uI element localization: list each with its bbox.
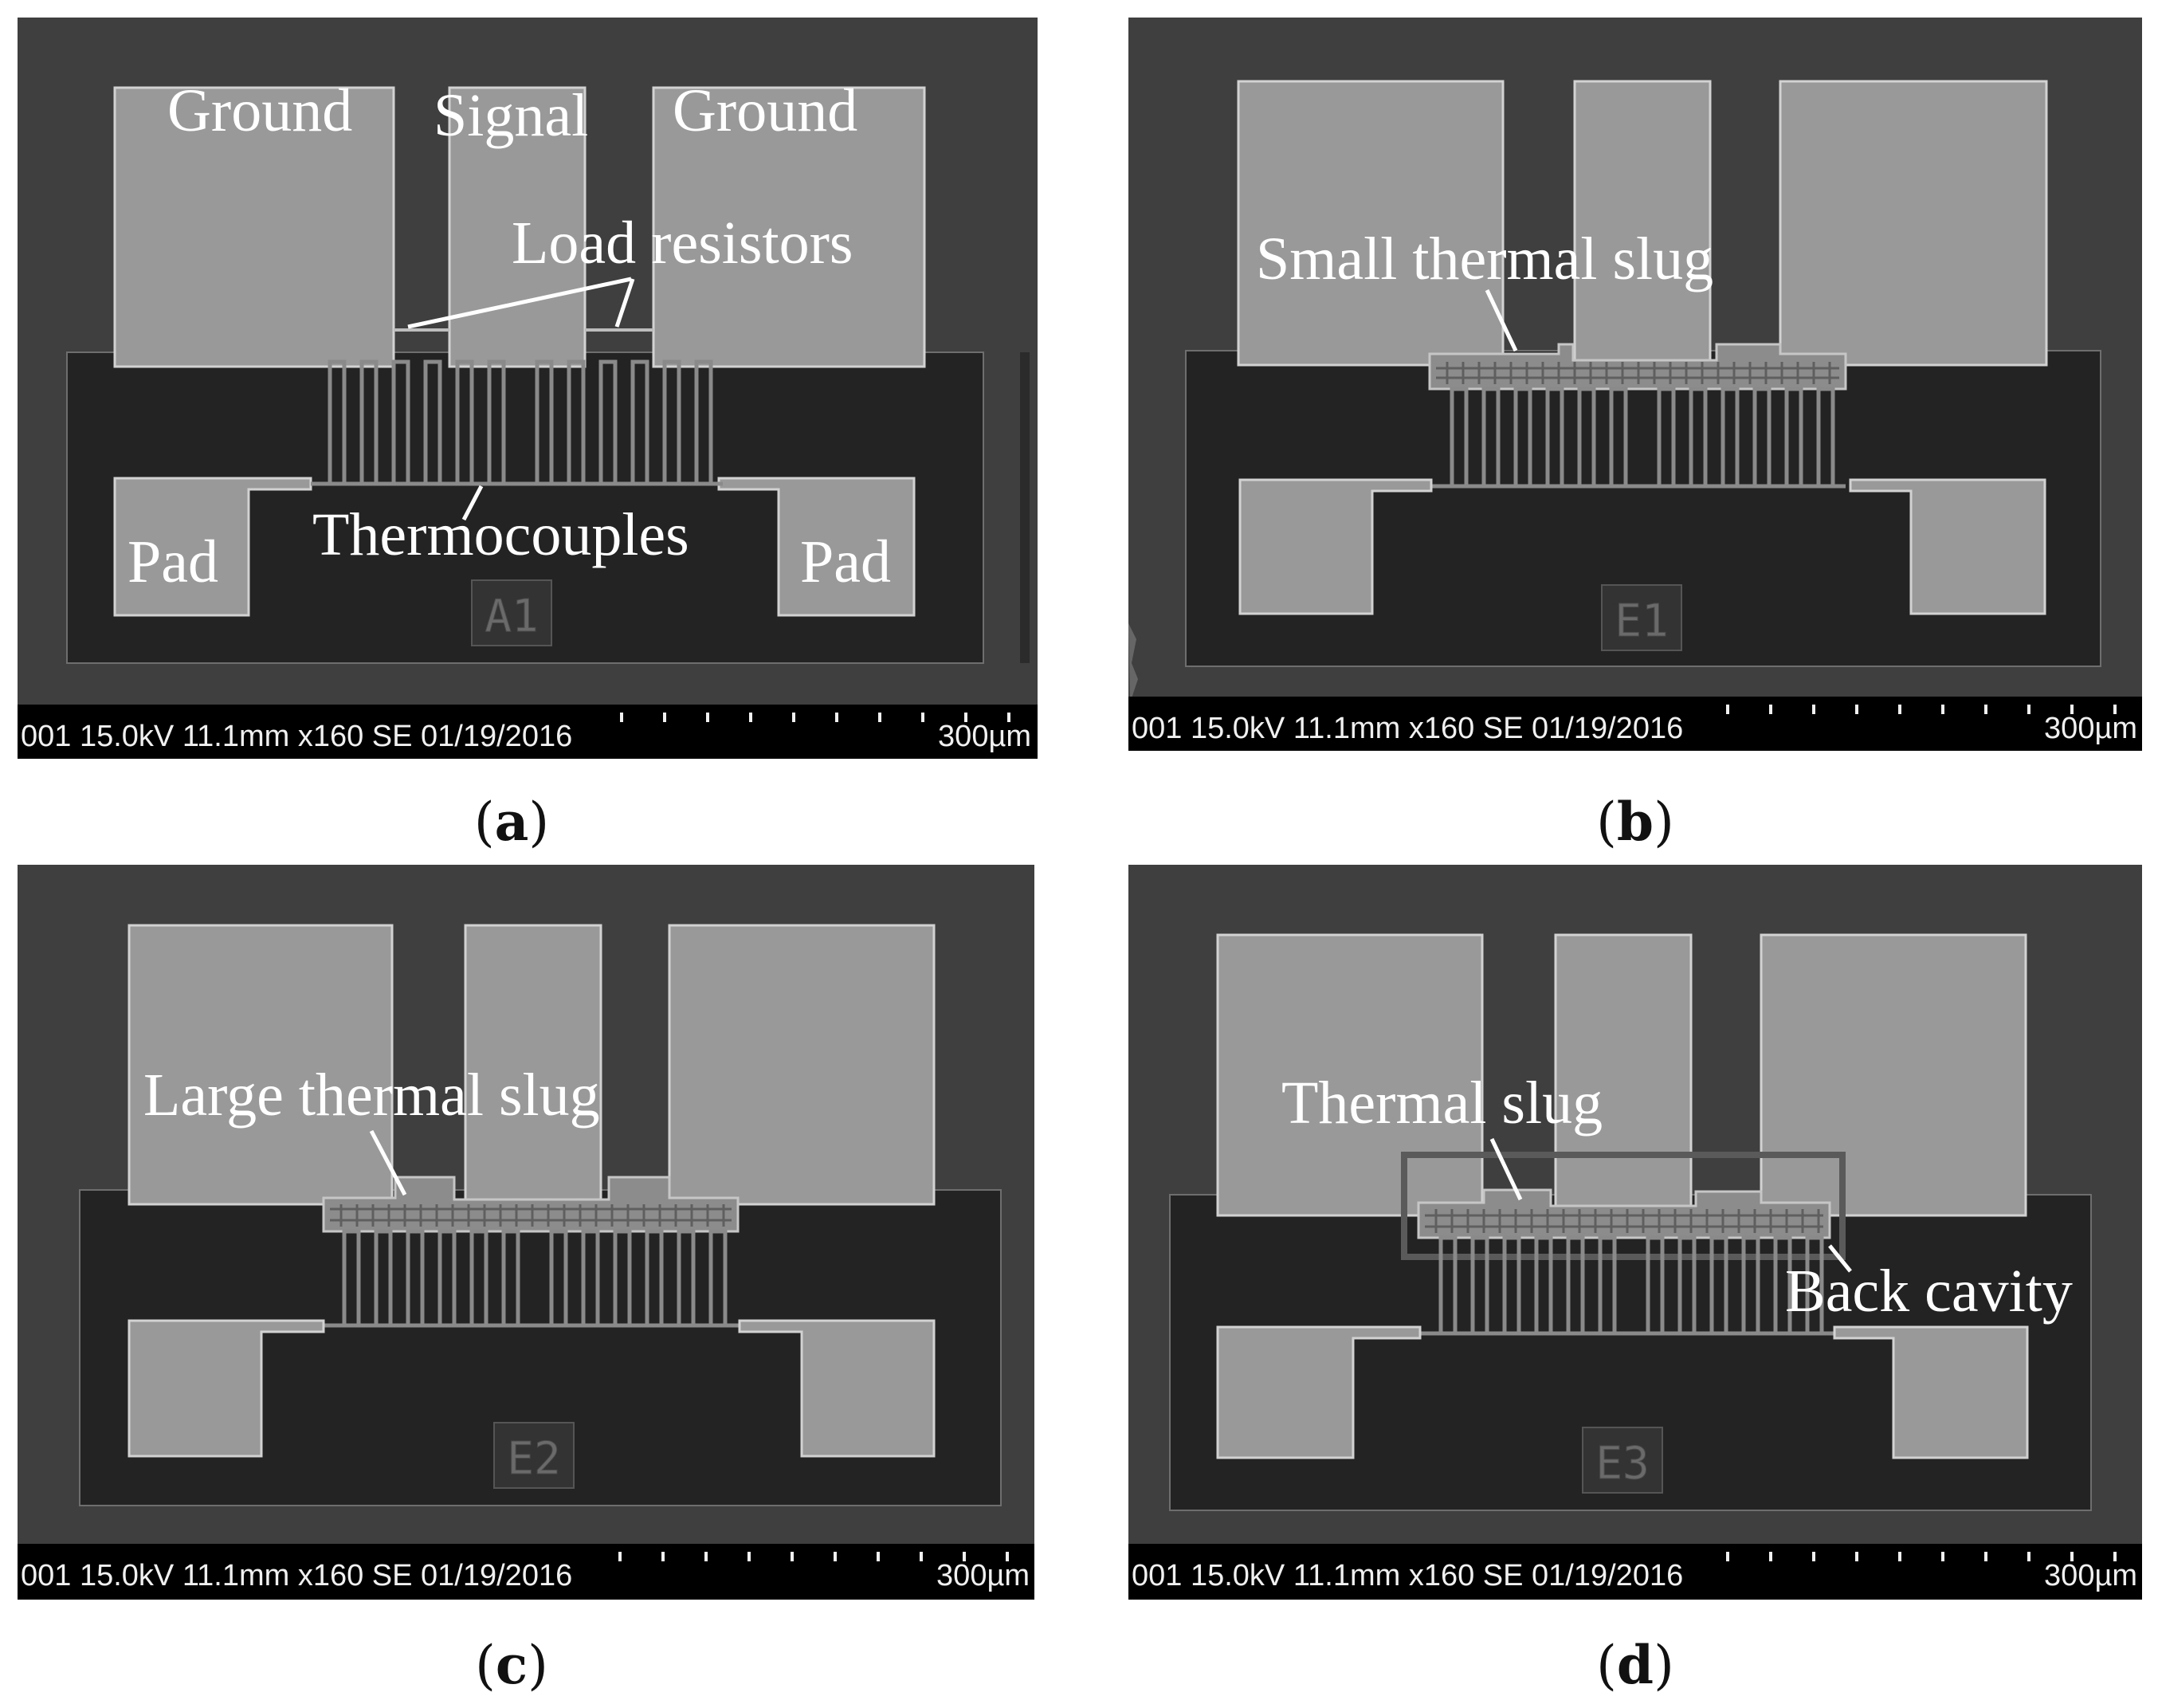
substrate-edge-strip [1020,352,1030,663]
thermocouple-array [1420,1235,1834,1336]
annotation-pad-left: Pad [128,528,218,595]
caption-letter: b [1616,791,1654,853]
sem-info-bar [18,1544,1034,1600]
annotation-large-thermal-slug: Large thermal slug [143,1062,600,1129]
sem-panel-b: E1 Small thermal slug 001 15.0kV 11.1mm … [1128,18,2142,751]
ground-pad-left [1237,80,1505,367]
leader-line [1485,289,1518,352]
sample-label: E2 [507,1433,560,1485]
thermocouple-array [324,1229,740,1328]
ground-pad-left [113,86,395,368]
output-pad-right [1833,1325,2029,1459]
sem-info-text: 001 15.0kV 11.1mm x160 SE 01/19/2016 [21,1559,572,1592]
output-pad-right [738,1319,936,1458]
output-pad-left [128,1319,325,1458]
leader-line [1489,1137,1523,1201]
caption-letter: a [494,791,529,853]
sample-label-box [471,579,552,646]
leader-line [369,1129,407,1196]
slug-pattern [330,1204,732,1227]
caption-letter: d [1616,1634,1654,1696]
scale-label: 300µm [2044,1559,2137,1592]
sem-info-text: 001 15.0kV 11.1mm x160 SE 01/19/2016 [1132,1559,1683,1592]
signal-pad [464,924,602,1206]
sem-panel-d: E3 Thermal slug Back cavity 001 15.0kV 1… [1128,865,2142,1600]
caption-letter: c [495,1634,528,1696]
output-pad-left [1238,478,1433,615]
thermocouple-array [311,359,723,486]
annotation-thermocouples: Thermocouples [312,501,689,568]
annotation-signal: Signal [434,82,588,149]
annotation-load-resistors: Load resistors [512,210,853,277]
caption-d: (d) [1596,1634,1674,1696]
sem-info-text: 001 15.0kV 11.1mm x160 SE 01/19/2016 [21,720,572,753]
sample-label: E1 [1615,595,1668,647]
sem-info-bar [18,705,1038,759]
annotation-small-thermal-slug: Small thermal slug [1256,226,1713,293]
caption-b: (b) [1596,791,1674,853]
sample-label: E3 [1595,1438,1649,1490]
annotation-back-cavity: Back cavity [1785,1258,2073,1325]
sample-label: A1 [485,591,538,642]
back-cavity-outline [1401,1152,1846,1260]
sem-panel-c: E2 Large thermal slug 001 15.0kV 11.1mm … [18,865,1034,1600]
output-pad-right [717,477,916,617]
annotation-ground-right: Ground [673,77,857,144]
scale-label: 300µm [938,720,1031,753]
signal-pad [1573,80,1712,367]
ground-pad-right [1779,80,2048,367]
caption-a: (a) [473,791,550,853]
sem-info-bar [1128,1544,2142,1600]
slug-pattern [1436,362,1839,384]
scale-label: 300µm [936,1559,1030,1592]
signal-pad [1554,933,1693,1217]
left-edge-debris [1128,623,1138,703]
scale-bar [618,1552,1009,1561]
annotation-ground-left: Ground [167,77,352,144]
leader-line [461,485,484,521]
leader-line [614,278,635,328]
ground-pad-left [128,924,394,1206]
sample-label-box [1601,584,1682,651]
slug-pattern [1425,1209,1823,1233]
caption-c: (c) [475,1634,548,1696]
signal-pad [448,86,587,368]
sample-label-box [1582,1427,1663,1494]
ground-pad-right [652,86,926,368]
output-pad-right [1849,478,2046,615]
output-pad-left [113,477,312,617]
output-pad-left [1216,1325,1422,1459]
scale-bar [1726,1552,2117,1561]
annotation-thermal-slug: Thermal slug [1281,1070,1603,1137]
ground-pad-left [1216,933,1484,1217]
sem-info-bar [1128,697,2142,751]
ground-pad-right [668,924,936,1206]
sample-label-box [493,1422,575,1489]
sem-info-text: 001 15.0kV 11.1mm x160 SE 01/19/2016 [1132,712,1683,745]
scale-bar [1726,705,2117,714]
scale-label: 300µm [2044,712,2137,745]
thermocouple-array [1431,387,1846,489]
scale-bar [620,713,1010,722]
sem-panel-a: A1 Ground Signal Ground Load resistors T… [18,18,1038,759]
annotation-pad-right: Pad [800,528,891,595]
leader-line [1828,1244,1852,1273]
ground-pad-right [1760,933,2027,1217]
leader-line [407,277,632,329]
